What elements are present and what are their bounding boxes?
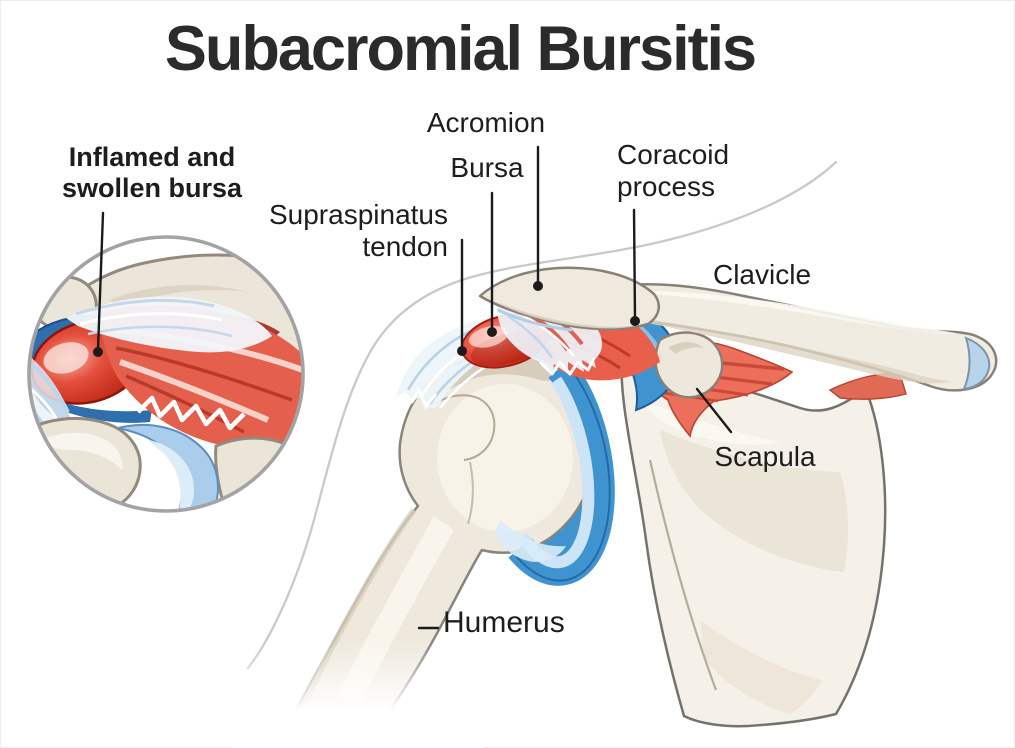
label-clavicle: Clavicle xyxy=(712,259,812,290)
coracoid-process-bone xyxy=(654,331,724,399)
label-scapula: Scapula xyxy=(714,441,816,472)
scapula-bone xyxy=(620,354,887,728)
label-humerus: Humerus xyxy=(443,606,565,639)
shaft-fade xyxy=(232,642,484,748)
inset-magnifier xyxy=(27,235,305,513)
body-silhouette xyxy=(246,160,838,670)
label-supraspinatus-tendon: Supraspinatus tendon xyxy=(268,199,448,262)
joint-capsule-ring-front xyxy=(494,358,615,586)
leader-lines xyxy=(93,145,733,630)
label-inflamed-bursa: Inflamed and swollen bursa xyxy=(61,142,243,203)
inset-tendon-band xyxy=(66,296,272,353)
inset-ring xyxy=(27,235,305,513)
label-acromion: Acromion xyxy=(426,107,546,138)
clavicle-bone xyxy=(600,283,998,392)
acromion-bone xyxy=(478,266,661,332)
clavicle-cartilage-tip xyxy=(962,336,991,391)
label-bursa: Bursa xyxy=(450,152,524,183)
label-coracoid-process: Coracoid process xyxy=(617,139,730,202)
page-title: Subacromial Bursitis xyxy=(164,14,757,84)
